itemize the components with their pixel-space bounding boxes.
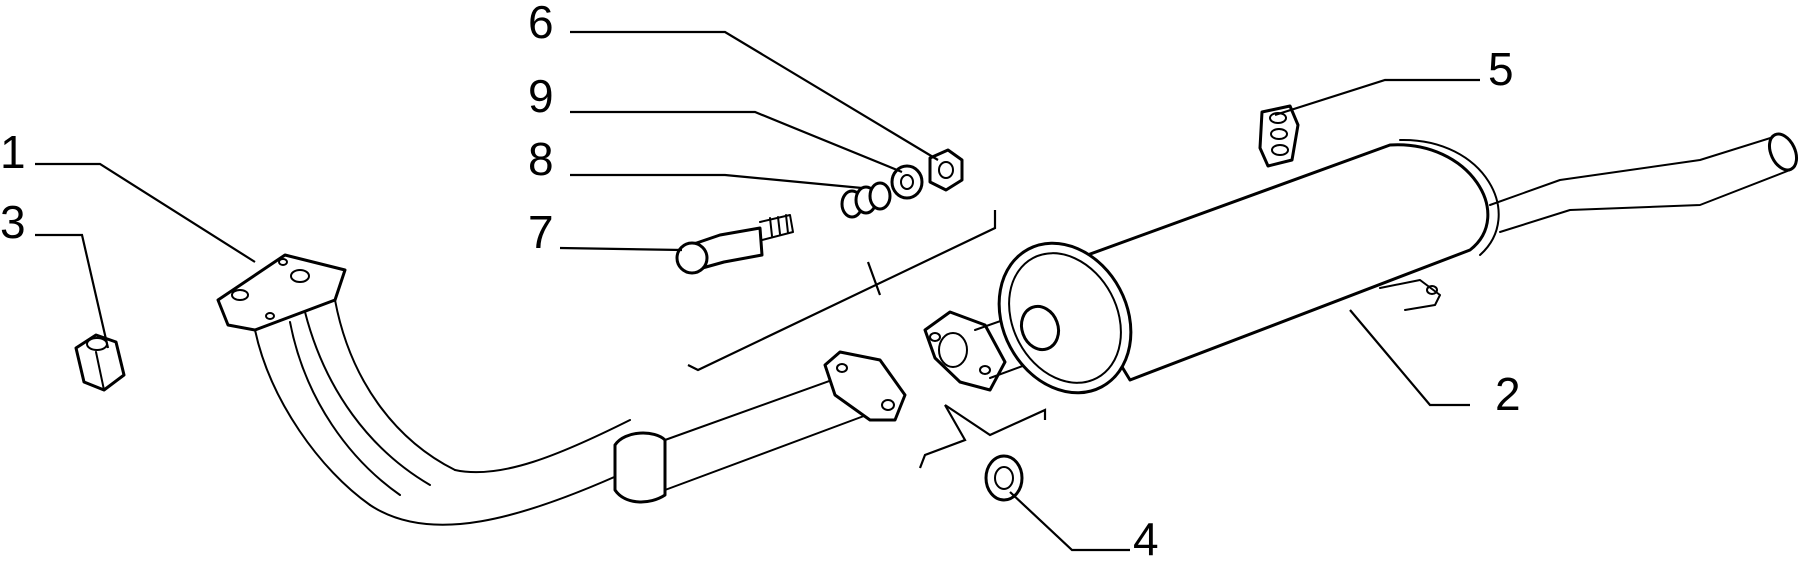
rubber-hanger-part-5 <box>1258 104 1300 168</box>
leader-lines <box>35 30 1480 552</box>
callout-9: 9 <box>528 70 554 122</box>
callout-6: 6 <box>528 0 554 48</box>
callout-3: 3 <box>0 196 26 248</box>
front-exhaust-pipe <box>216 253 907 526</box>
spring-washer-part-8 <box>840 181 892 219</box>
gasket-part-4 <box>984 454 1024 502</box>
rear-silencer-part-2 <box>923 132 1799 395</box>
callout-2: 2 <box>1495 368 1521 420</box>
callout-5: 5 <box>1488 43 1514 95</box>
nut-part-6 <box>928 148 964 192</box>
flat-washer-part-9 <box>890 164 924 200</box>
stud-bolt-part-7 <box>675 214 794 275</box>
callout-7: 7 <box>528 206 554 258</box>
hex-nut-part-3 <box>74 333 126 392</box>
callout-8: 8 <box>528 133 554 185</box>
callout-4: 4 <box>1133 513 1159 565</box>
callout-1: 1 <box>0 126 26 178</box>
section-break-marks <box>687 210 1047 469</box>
